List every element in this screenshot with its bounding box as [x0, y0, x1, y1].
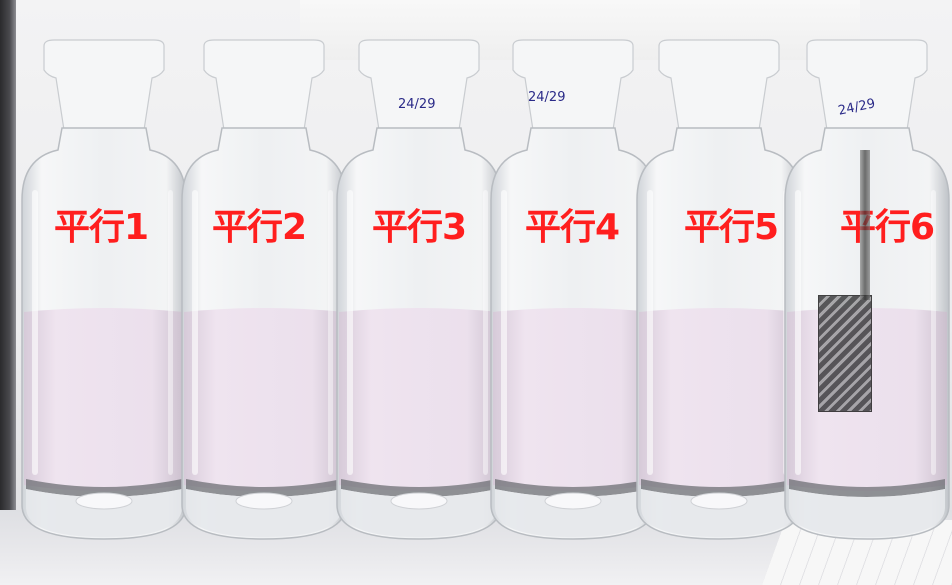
sample-strip [818, 295, 872, 412]
label-parallel-6: 平行6 [840, 207, 935, 248]
bottle-3 [333, 39, 505, 545]
joint-mark-3: 24/29 [398, 97, 436, 112]
dark-edge [0, 0, 16, 585]
bottle-4 [487, 39, 659, 545]
joint-mark-4: 24/29 [528, 90, 566, 105]
label-parallel-1: 平行1 [54, 207, 149, 248]
bottle-5 [633, 39, 805, 545]
label-parallel-2: 平行2 [212, 207, 307, 248]
suspension-wire [860, 150, 870, 300]
label-parallel-5: 平行5 [684, 207, 779, 248]
label-parallel-4: 平行4 [525, 207, 620, 248]
label-parallel-3: 平行3 [372, 207, 467, 248]
bottle-1 [18, 39, 190, 545]
bottle-2 [178, 39, 350, 545]
